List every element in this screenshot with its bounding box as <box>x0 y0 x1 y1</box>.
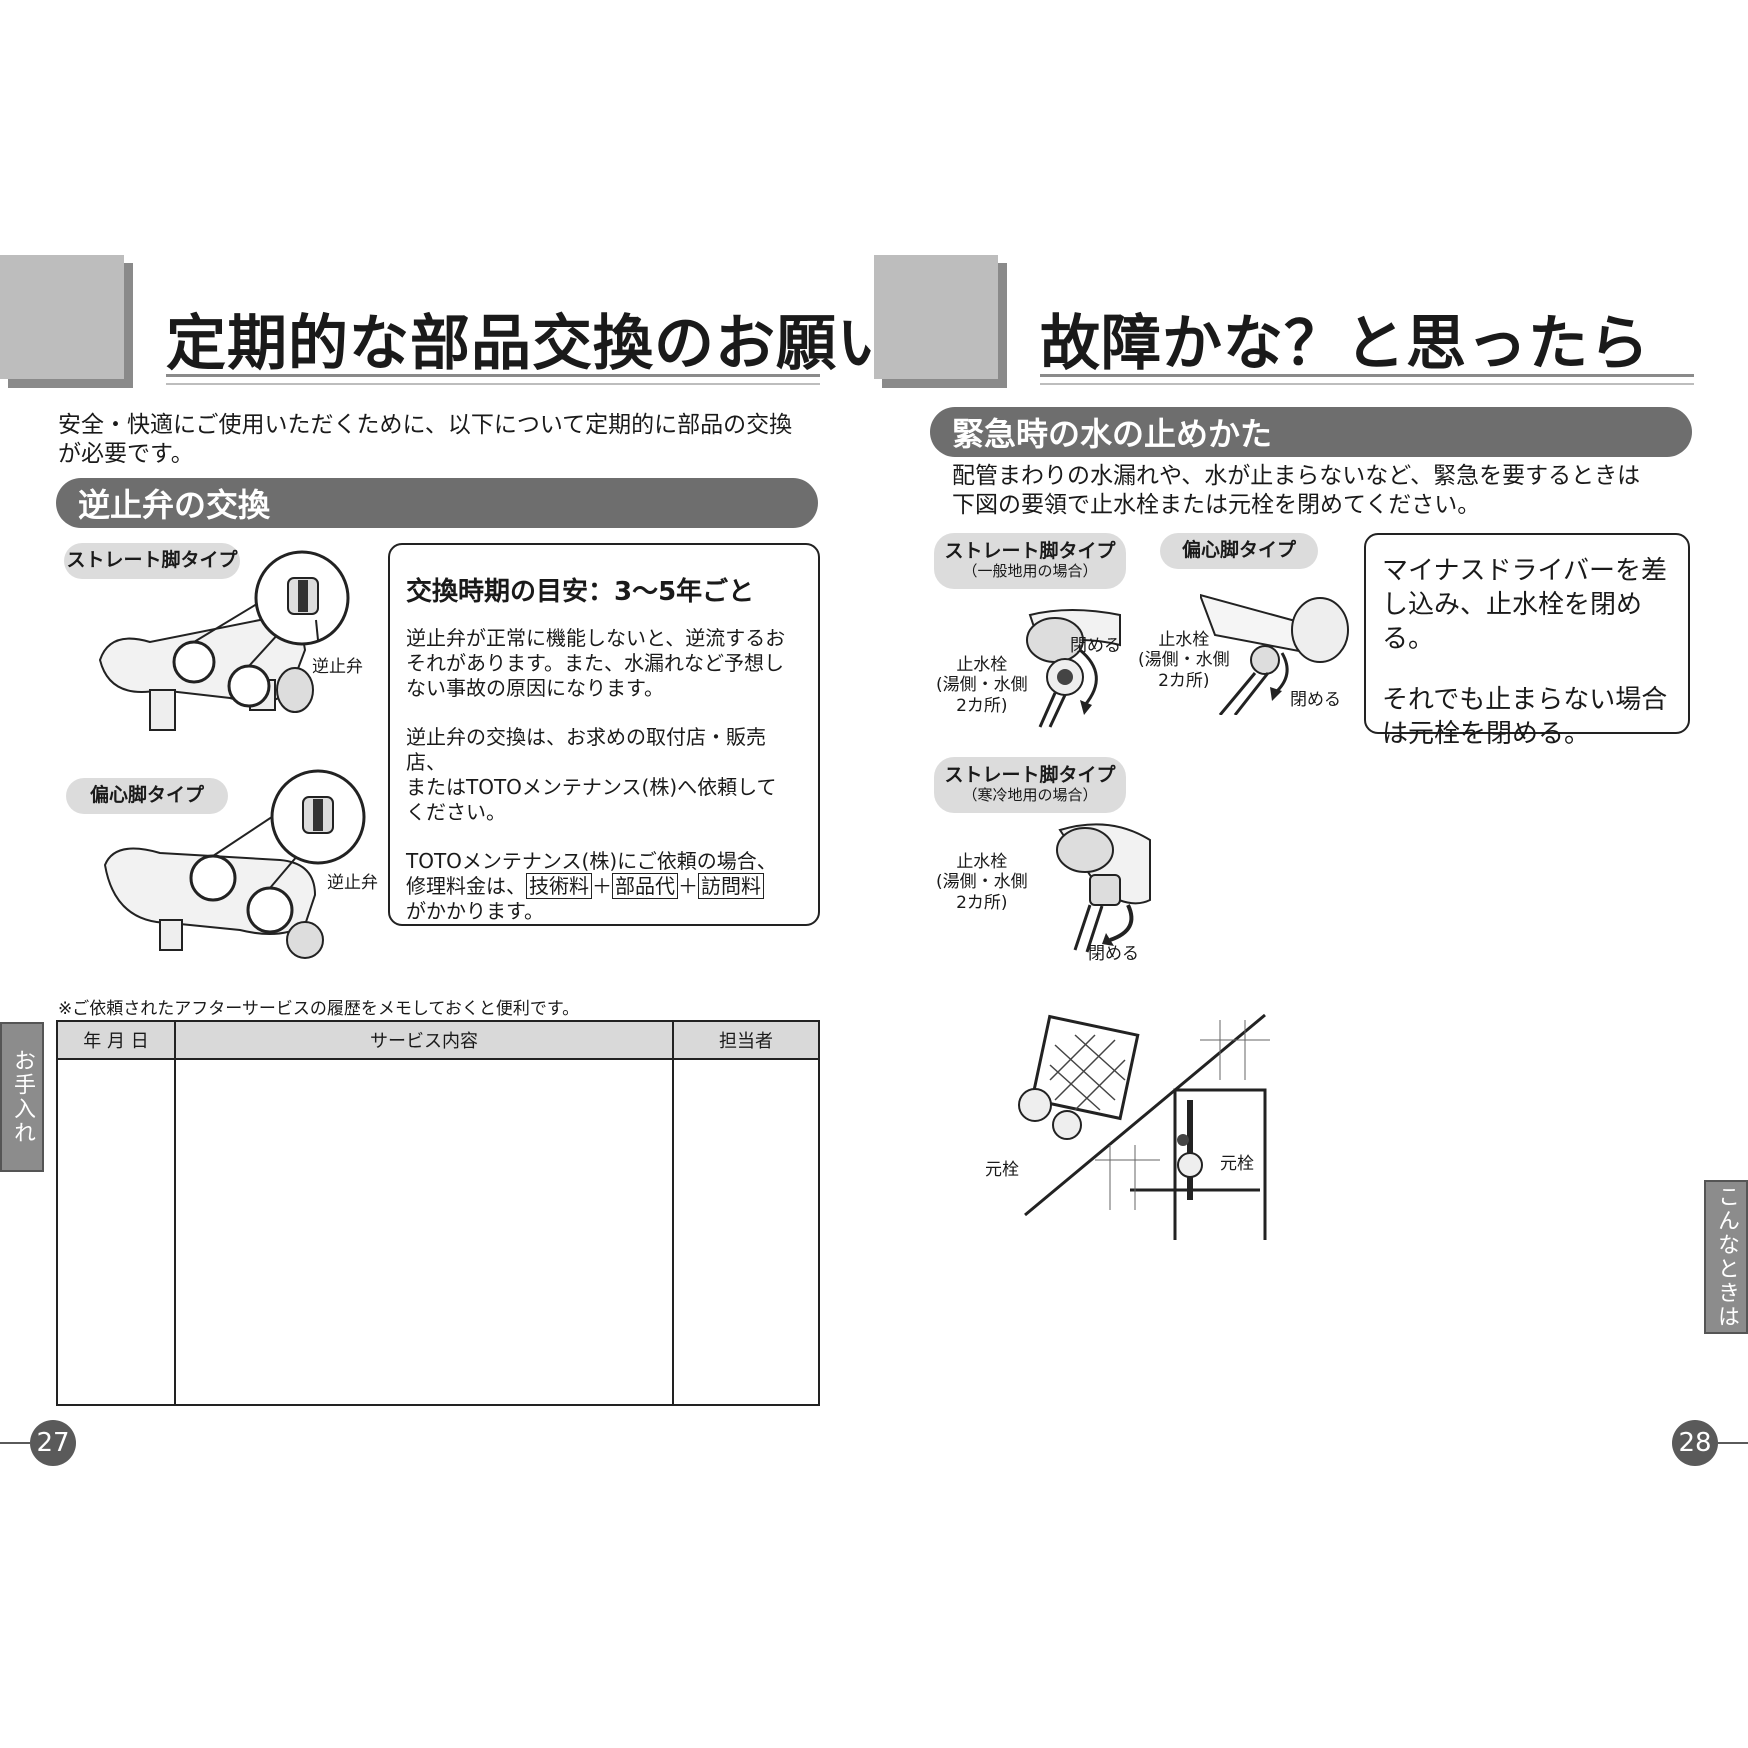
tag-straight-cold: ストレート脚タイプ （寒冷地用の場合） <box>934 757 1126 813</box>
text-line: ください。 <box>406 800 506 824</box>
close-label-1: 閉める <box>1070 636 1121 656</box>
intro-text-right: 配管まわりの水漏れや、水が止まらないなど、緊急を要するときは 下図の要領で止水栓… <box>952 462 1692 521</box>
paragraph-fees: TOTOメンテナンス(株)にご依頼の場合、 修理料金は、技術料＋部品代＋訪問料 … <box>406 849 804 924</box>
text-line: は元栓を閉める。 <box>1382 719 1591 750</box>
tag-offset-right: 偏心脚タイプ <box>1160 533 1318 569</box>
tag-label: ストレート脚タイプ <box>944 764 1116 787</box>
page-title-left: 定期的な部品交換のお願い <box>166 309 898 379</box>
text-line: 修理料金は、 <box>406 874 526 898</box>
intro-line: 配管まわりの水漏れや、水が止まらないなど、緊急を要するときは <box>952 463 1641 489</box>
service-cell[interactable] <box>174 1058 674 1406</box>
tag-sublabel: （一般地用の場合） <box>962 562 1098 581</box>
label-line: 2カ所) <box>1158 670 1210 691</box>
stop-valve-label-1: 止水栓 (湯側・水側 2カ所) <box>936 655 1028 716</box>
tag-sublabel: （寒冷地用の場合） <box>962 786 1098 805</box>
close-label-2: 閉める <box>1290 690 1341 710</box>
page-number-left: 27 <box>30 1420 76 1466</box>
label-line: (湯側・水側 <box>936 675 1028 696</box>
text-line: 逆止弁が正常に機能しないと、逆流するお <box>406 626 786 650</box>
column-service: サービス内容 <box>174 1020 674 1060</box>
paragraph-request: 逆止弁の交換は、お求めの取付店・販売店、 またはTOTOメンテナンス(株)へ依頼… <box>406 725 804 825</box>
section-header-emergency: 緊急時の水の止めかた <box>930 407 1692 457</box>
text-line: マイナスドライバーを差 <box>1382 556 1667 586</box>
stop-valve-offset-illustration <box>1200 593 1349 715</box>
replacement-period-heading: 交換時期の目安：3～5年ごと <box>406 577 755 607</box>
tag-straight-general: ストレート脚タイプ （一般地用の場合） <box>934 533 1126 589</box>
tag-label: ストレート脚タイプ <box>66 549 238 572</box>
text-line: TOTOメンテナンス(株)にご依頼の場合、 <box>406 849 777 873</box>
memo-note: ※ご依頼されたアフターサービスの履歴をメモしておくと便利です。 <box>58 999 580 1019</box>
page-title-right: 故障かな？と思ったら <box>1040 309 1650 379</box>
label-line: 止水栓 <box>956 852 1008 872</box>
label-line: 止水栓 <box>1158 630 1210 650</box>
title-rule-right <box>1040 374 1694 377</box>
column-date: 年 月 日 <box>56 1020 176 1060</box>
faucet-offset-illustration <box>103 769 366 959</box>
side-tab-care[interactable]: お手入れ <box>0 1022 44 1172</box>
side-tab-troubleshoot[interactable]: こんなときは <box>1704 1180 1748 1334</box>
title-rule-right-2 <box>1040 383 1694 385</box>
text-line: し込み、止水栓を閉める。 <box>1382 589 1643 654</box>
stop-valve-general-illustration <box>1026 609 1121 728</box>
label-line: (湯側・水側 <box>936 872 1028 893</box>
intro-line: が必要です。 <box>58 441 194 468</box>
column-staff: 担当者 <box>672 1020 820 1060</box>
service-history-table: 年 月 日 サービス内容 担当者 <box>56 1020 820 1406</box>
fee-parts: 部品代 <box>612 873 678 899</box>
title-square <box>874 255 998 379</box>
shutoff-instruction-box: マイナスドライバーを差 し込み、止水栓を閉める。 それでも止まらない場合 は元栓… <box>1364 533 1690 749</box>
label-line: 止水栓 <box>956 655 1008 675</box>
check-valve-label: 逆止弁 <box>327 873 378 893</box>
instruction-screwdriver: マイナスドライバーを差 し込み、止水栓を閉める。 <box>1382 555 1688 656</box>
tag-label: 偏心脚タイプ <box>89 784 204 807</box>
text-line: がかかります。 <box>406 899 544 923</box>
intro-line: 下図の要領で止水栓または元栓を閉めてください。 <box>952 492 1481 519</box>
intro-line: 安全・快適にご使用いただくために、以下について定期的に部品の交換 <box>58 412 793 438</box>
section-header-check-valve: 逆止弁の交換 <box>56 478 818 528</box>
instruction-main-valve: それでも止まらない場合 は元栓を閉める。 <box>1382 684 1688 752</box>
title-rule-left-2 <box>166 383 820 385</box>
fee-technical: 技術料 <box>526 873 592 899</box>
stop-valve-label-3: 止水栓 (湯側・水側 2カ所) <box>936 852 1028 913</box>
title-square <box>0 255 124 379</box>
paragraph-warning: 逆止弁が正常に機能しないと、逆流するお それがあります。また、水漏れなど予想し … <box>406 626 804 701</box>
label-line: 2カ所) <box>956 695 1008 716</box>
plus-sign: ＋ <box>592 874 612 898</box>
text-line: それでも止まらない場合 <box>1382 685 1668 716</box>
text-line: またはTOTOメンテナンス(株)へ依頼して <box>406 775 777 799</box>
title-rule-left <box>166 374 820 377</box>
staff-cell[interactable] <box>672 1058 820 1406</box>
date-cell[interactable] <box>56 1058 176 1406</box>
page-number-line-right <box>1718 1442 1748 1444</box>
close-label-3: 閉める <box>1088 944 1139 964</box>
label-line: 2カ所) <box>956 892 1008 913</box>
main-valve-label-left: 元栓 <box>985 1160 1019 1180</box>
check-valve-label: 逆止弁 <box>312 657 363 677</box>
main-valve-label-right: 元栓 <box>1220 1154 1254 1174</box>
tag-label: 偏心脚タイプ <box>1181 539 1296 562</box>
table-row[interactable] <box>56 1058 820 1406</box>
faucet-straight-illustration <box>98 550 350 731</box>
text-line: それがあります。また、水漏れなど予想し <box>406 651 784 675</box>
page-number-line-left <box>0 1442 30 1444</box>
plus-sign: ＋ <box>678 874 698 898</box>
replacement-info-box: 交換時期の目安：3～5年ごと 逆止弁が正常に機能しないと、逆流するお それがあり… <box>388 543 820 926</box>
label-line: (湯側・水側 <box>1138 650 1230 671</box>
tag-straight-type: ストレート脚タイプ <box>64 543 240 579</box>
intro-text-left: 安全・快適にご使用いただくために、以下について定期的に部品の交換 が必要です。 <box>58 411 828 470</box>
text-line: 逆止弁の交換は、お求めの取付店・販売店、 <box>406 725 766 774</box>
tag-label: ストレート脚タイプ <box>944 540 1116 563</box>
table-header-row: 年 月 日 サービス内容 担当者 <box>56 1020 820 1060</box>
tag-offset-type: 偏心脚タイプ <box>66 778 228 814</box>
page-number-right: 28 <box>1672 1420 1718 1466</box>
main-valve-illustration <box>1018 1013 1270 1240</box>
text-line: ない事故の原因になります。 <box>406 676 664 700</box>
fee-visit: 訪問料 <box>698 873 764 899</box>
stop-valve-label-2: 止水栓 (湯側・水側 2カ所) <box>1138 630 1230 691</box>
stop-valve-cold-illustration <box>1056 823 1151 953</box>
